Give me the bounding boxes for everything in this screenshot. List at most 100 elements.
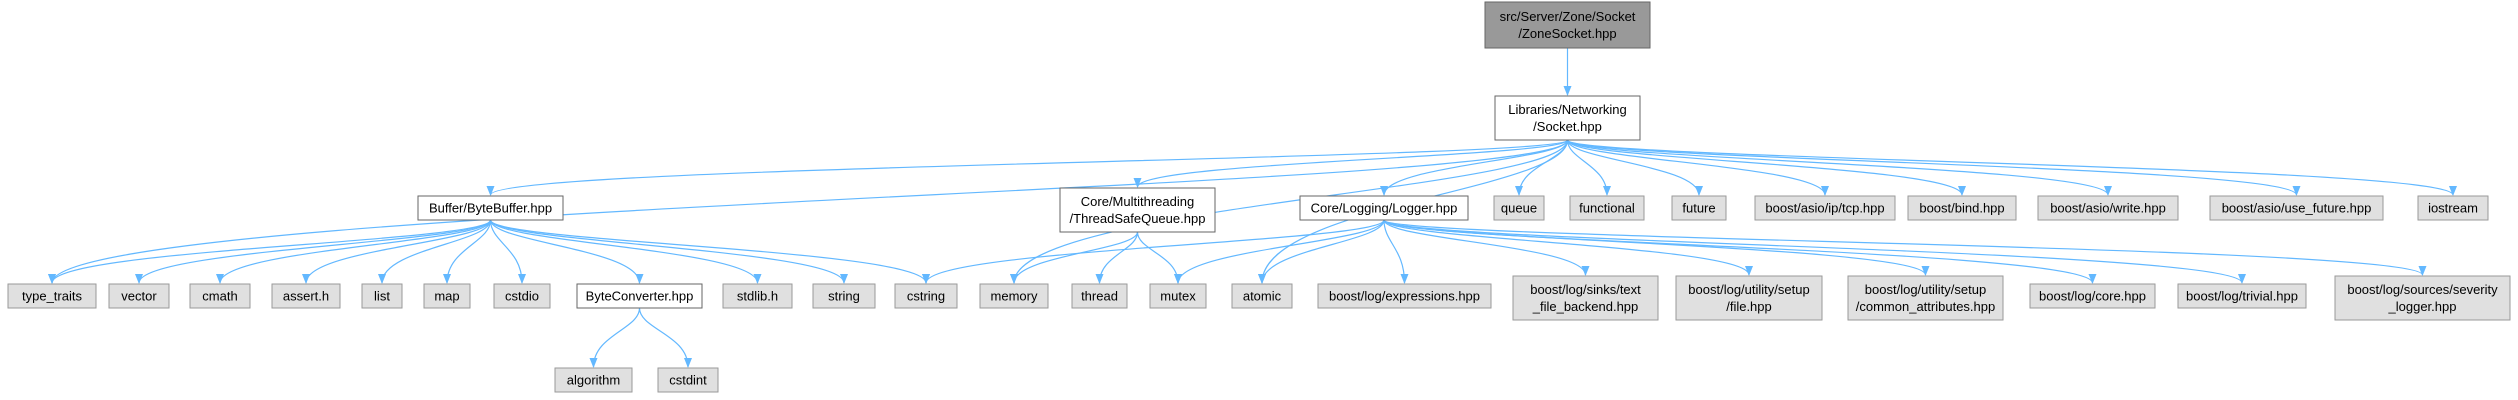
node-label-line: /file.hpp	[1726, 299, 1772, 314]
node-label-line: Libraries/Networking	[1508, 102, 1627, 117]
edge-bytebuffer-to-byteconverter	[489, 219, 644, 284]
node-label-line: boost/log/utility/setup	[1865, 282, 1986, 297]
edge-logger-to-mutex	[1174, 219, 1385, 284]
node-socket[interactable]: Libraries/Networking/Socket.hpp	[1494, 95, 1641, 141]
node-atomic: atomic	[1231, 283, 1293, 309]
node-box	[1317, 283, 1492, 309]
edge-socket-to-use_future	[1566, 139, 2301, 196]
node-label-line: future	[1682, 201, 1715, 216]
node-label-line: _logger.hpp	[2388, 299, 2457, 314]
node-trivial: boost/log/trivial.hpp	[2177, 283, 2307, 309]
node-memory: memory	[979, 283, 1049, 309]
node-label-line: cstring	[907, 289, 945, 304]
node-type_traits: type_traits	[7, 283, 97, 309]
node-label-line: boost/asio/write.hpp	[2050, 201, 2166, 216]
node-box	[1059, 187, 1216, 233]
node-core: boost/log/core.hpp	[2029, 283, 2156, 309]
node-box	[108, 283, 170, 309]
edge-logger-to-core	[1383, 219, 2097, 284]
node-byteconverter[interactable]: ByteConverter.hpp	[576, 283, 703, 309]
node-string: string	[812, 283, 876, 309]
edge-logger-to-setup_file	[1383, 219, 1753, 276]
node-box	[722, 283, 793, 309]
edge-bytebuffer-to-assert	[302, 219, 492, 284]
node-label-line: /Socket.hpp	[1533, 119, 1602, 134]
node-zonesocket[interactable]: src/Server/Zone/Socket/ZoneSocket.hpp	[1484, 1, 1651, 49]
node-box	[1299, 195, 1469, 221]
node-label-line: vector	[121, 289, 157, 304]
node-use_future: boost/asio/use_future.hpp	[2209, 195, 2384, 221]
edge-socket-to-functional	[1566, 139, 1611, 196]
node-algorithm: algorithm	[554, 367, 633, 393]
node-iostream: iostream	[2417, 195, 2489, 221]
node-box	[1493, 195, 1545, 221]
node-box	[1494, 95, 1641, 141]
node-box	[361, 283, 403, 309]
node-label-line: Core/Logging/Logger.hpp	[1311, 201, 1458, 216]
edge-socket-to-threadsafequeue	[1133, 139, 1569, 188]
node-box	[2334, 275, 2511, 321]
node-write: boost/asio/write.hpp	[2037, 195, 2179, 221]
node-box	[271, 283, 341, 309]
node-label-line: boost/log/sinks/text	[1530, 282, 1641, 297]
node-label-line: boost/log/trivial.hpp	[2186, 289, 2298, 304]
edge-threadsafequeue-to-thread	[1095, 231, 1139, 284]
node-box	[2029, 283, 2156, 309]
node-threadsafequeue[interactable]: Core/Multithreading/ThreadSafeQueue.hpp	[1059, 187, 1216, 233]
node-label-line: boost/log/sources/severity	[2347, 282, 2498, 297]
edge-socket-to-bytebuffer	[486, 139, 1569, 196]
node-severity_logger: boost/log/sources/severity _logger.hpp	[2334, 275, 2511, 321]
edge-logger-to-text_file_backend	[1383, 219, 1590, 276]
node-label-line: functional	[1579, 201, 1635, 216]
node-bytebuffer[interactable]: Buffer/ByteBuffer.hpp	[417, 195, 564, 221]
node-label-line: thread	[1081, 289, 1118, 304]
edge-logger-to-common_attributes	[1383, 219, 1930, 276]
node-box	[417, 195, 564, 221]
node-logger[interactable]: Core/Logging/Logger.hpp	[1299, 195, 1469, 221]
node-label-line: boost/asio/use_future.hpp	[2222, 201, 2372, 216]
node-box	[2177, 283, 2307, 309]
node-label-line: cstdint	[669, 373, 707, 388]
edge-socket-to-memory	[1010, 139, 1569, 284]
node-assert: assert.h	[271, 283, 341, 309]
node-label-line: ByteConverter.hpp	[586, 289, 694, 304]
node-box	[554, 367, 633, 393]
node-cmath: cmath	[189, 283, 251, 309]
node-cstdio: cstdio	[493, 283, 551, 309]
node-box	[1907, 195, 2017, 221]
node-label-line: boost/log/utility/setup	[1688, 282, 1809, 297]
edge-bytebuffer-to-map	[443, 219, 492, 284]
node-queue: queue	[1493, 195, 1545, 221]
node-box	[1847, 275, 2004, 321]
edges-layer	[48, 48, 2457, 368]
node-stdlib: stdlib.h	[722, 283, 793, 309]
edge-bytebuffer-to-cmath	[216, 219, 492, 284]
node-label-line: cmath	[202, 289, 237, 304]
node-box	[979, 283, 1049, 309]
node-label-line: type_traits	[22, 289, 82, 304]
node-label-line: boost/asio/ip/tcp.hpp	[1765, 201, 1884, 216]
node-label-line: src/Server/Zone/Socket	[1500, 9, 1636, 24]
node-label-line: mutex	[1160, 289, 1196, 304]
node-label-line: boost/bind.hpp	[1919, 201, 2004, 216]
node-label-line: /ThreadSafeQueue.hpp	[1070, 211, 1206, 226]
node-list: list	[361, 283, 403, 309]
node-tcp: boost/asio/ip/tcp.hpp	[1754, 195, 1896, 221]
node-label-line: map	[434, 289, 459, 304]
edge-socket-to-bind	[1566, 139, 1966, 196]
edge-socket-to-iostream	[1566, 139, 2457, 196]
edge-logger-to-expressions	[1383, 219, 1409, 284]
node-box	[2209, 195, 2384, 221]
node-box	[576, 283, 703, 309]
node-box	[493, 283, 551, 309]
node-label-line: iostream	[2428, 201, 2478, 216]
node-box	[657, 367, 719, 393]
edge-bytebuffer-to-type_traits	[48, 219, 492, 284]
node-label-line: _file_backend.hpp	[1532, 299, 1639, 314]
node-map: map	[423, 283, 471, 309]
edge-logger-to-severity_logger	[1383, 219, 2427, 276]
edge-logger-to-atomic	[1258, 219, 1385, 284]
node-label-line: /ZoneSocket.hpp	[1518, 26, 1616, 41]
node-vector: vector	[108, 283, 170, 309]
